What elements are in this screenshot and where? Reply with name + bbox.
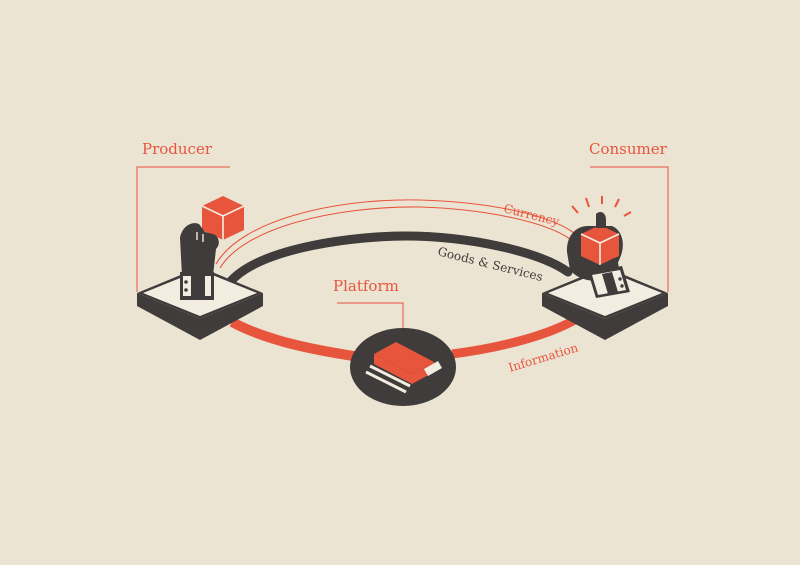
hand-receiving-box-icon xyxy=(566,196,632,298)
information-flow-right xyxy=(451,314,581,359)
platform-leader-line xyxy=(337,302,404,333)
currency-flow-label: Currency xyxy=(502,201,561,228)
platform-label: Platform xyxy=(333,277,399,295)
currency-flow-inner xyxy=(219,206,571,269)
producer-platform xyxy=(137,267,263,340)
information-flow xyxy=(229,317,361,362)
producer-label: Producer xyxy=(142,140,213,158)
hand-holding-box-icon xyxy=(180,196,245,300)
goods-services-flow xyxy=(225,231,573,287)
consumer-leader-line xyxy=(590,166,669,292)
consumer-label: Consumer xyxy=(589,140,668,158)
producer-leader-line xyxy=(136,166,230,292)
credit-card-icon xyxy=(365,342,442,394)
currency-flow-outer xyxy=(215,199,575,265)
